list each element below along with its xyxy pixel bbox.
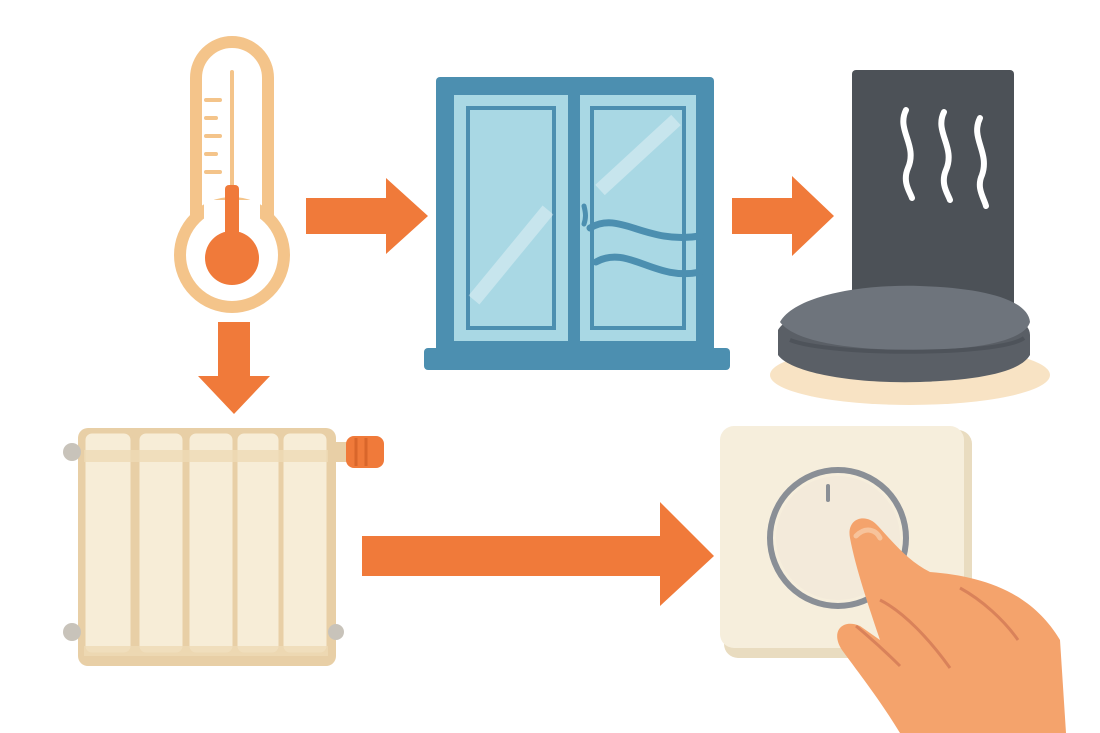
arrow-radiator-to-thermostat bbox=[362, 502, 714, 606]
hand-turning-dial-icon bbox=[837, 518, 1066, 733]
thermometer-icon bbox=[174, 36, 290, 313]
arrow-thermometer-to-window bbox=[306, 178, 428, 254]
folded-blanket-icon bbox=[778, 285, 1030, 383]
drafty-window-icon bbox=[424, 77, 730, 370]
arrow-window-to-heat-panel bbox=[732, 176, 834, 256]
radiator-icon bbox=[63, 428, 384, 666]
arrow-thermometer-to-radiator bbox=[198, 322, 270, 414]
